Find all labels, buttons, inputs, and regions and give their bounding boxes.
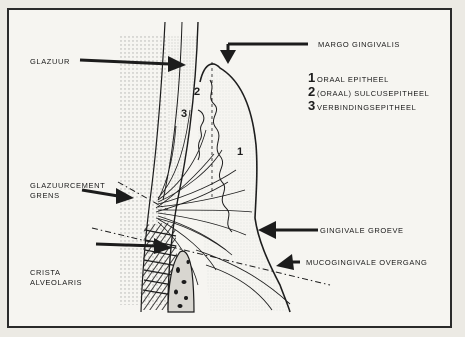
label-mucogingivale-overgang: MUCOGINGIVALE OVERGANG [306, 258, 427, 267]
label-glazuur: GLAZUUR [30, 57, 70, 66]
label-crista-line2: ALVEOLARIS [30, 278, 82, 287]
label-margo-gingivalis: MARGO GINGIVALIS [318, 40, 400, 49]
label-gingivale-groeve: GINGIVALE GROEVE [320, 226, 404, 235]
diagram-number-2: 2 [194, 86, 200, 98]
diagram-number-1: 1 [237, 146, 243, 158]
legend-number: 3 [308, 98, 317, 113]
label-glazuurcement-line2: GRENS [30, 191, 60, 200]
diagram-number-3: 3 [181, 108, 187, 120]
label-crista-line1: CRISTA [30, 268, 61, 277]
label-glazuurcement-line1: GLAZUURCEMENT [30, 181, 105, 190]
legend-text: VERBINDINGSEPITHEEL [317, 103, 416, 112]
